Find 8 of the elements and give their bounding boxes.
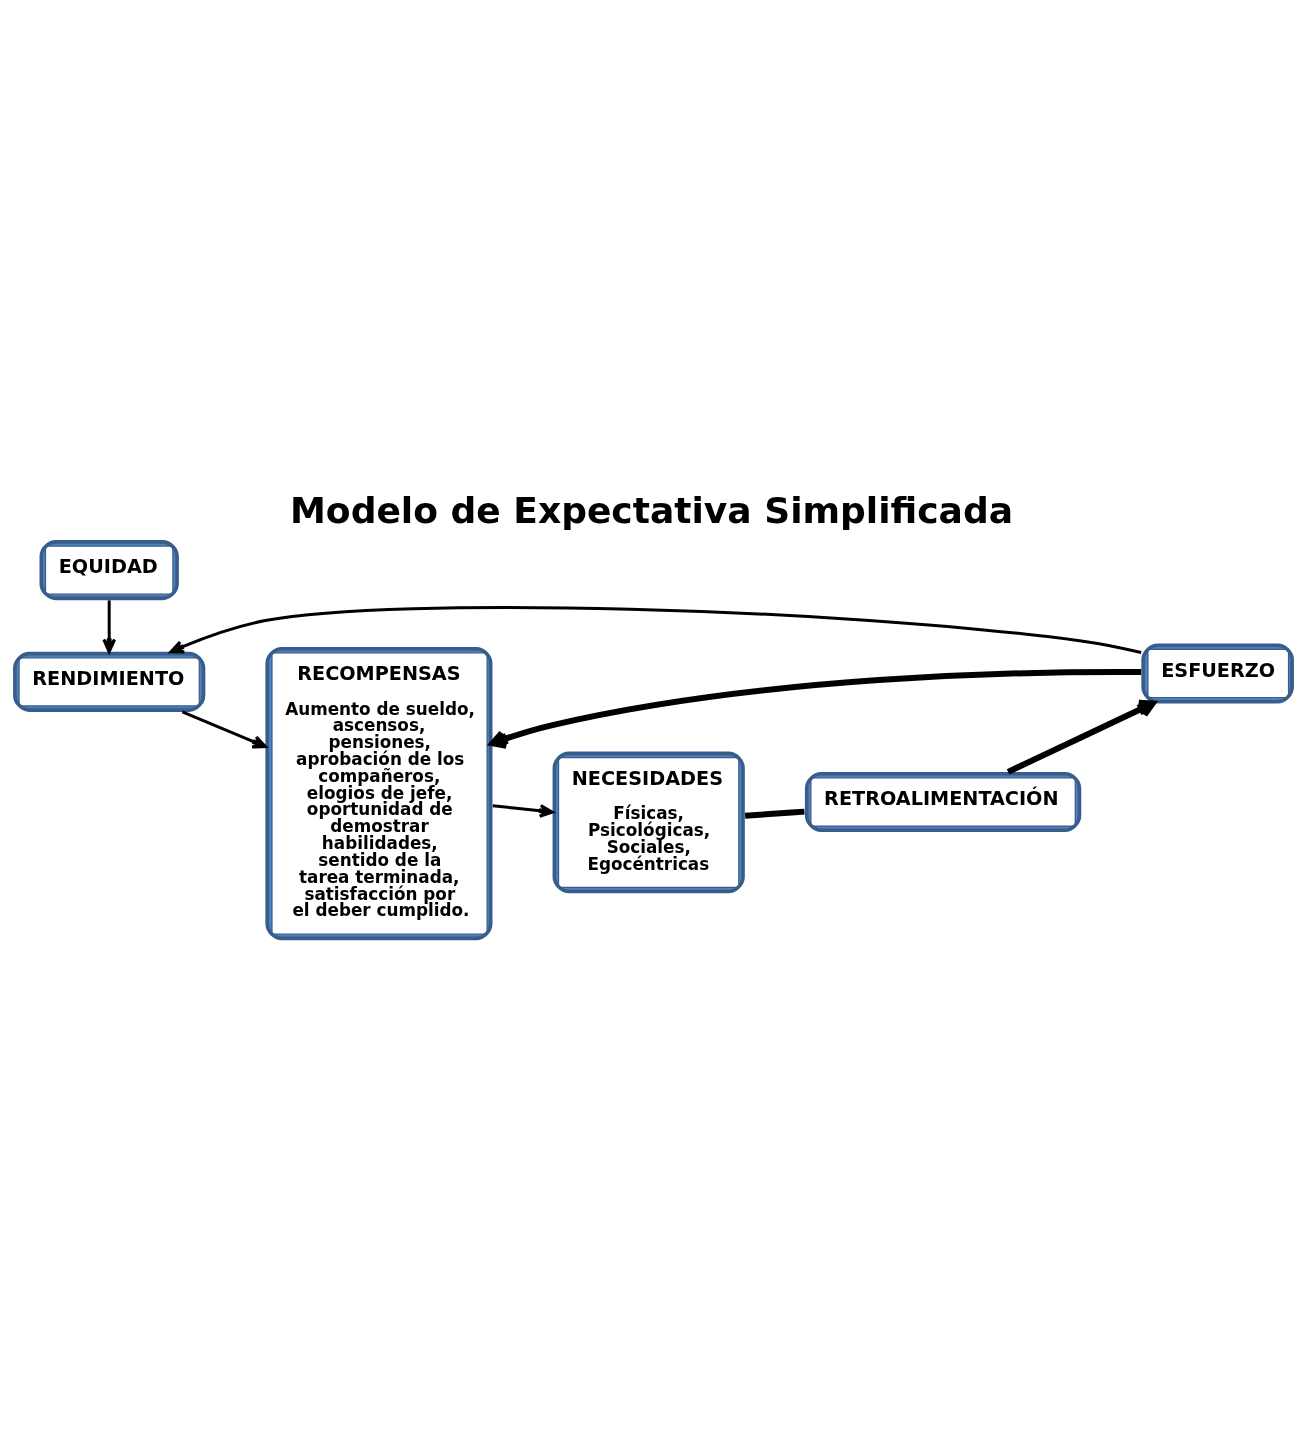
arrow: [492, 803, 554, 818]
connector: [744, 808, 805, 819]
arrow: [489, 668, 1142, 749]
arrow: [169, 605, 1142, 654]
arrow: [102, 599, 117, 653]
diagram-title: Modelo de Expectativa Simplificada: [290, 489, 1014, 531]
arrow: [1006, 699, 1156, 775]
arrow: [181, 710, 267, 748]
